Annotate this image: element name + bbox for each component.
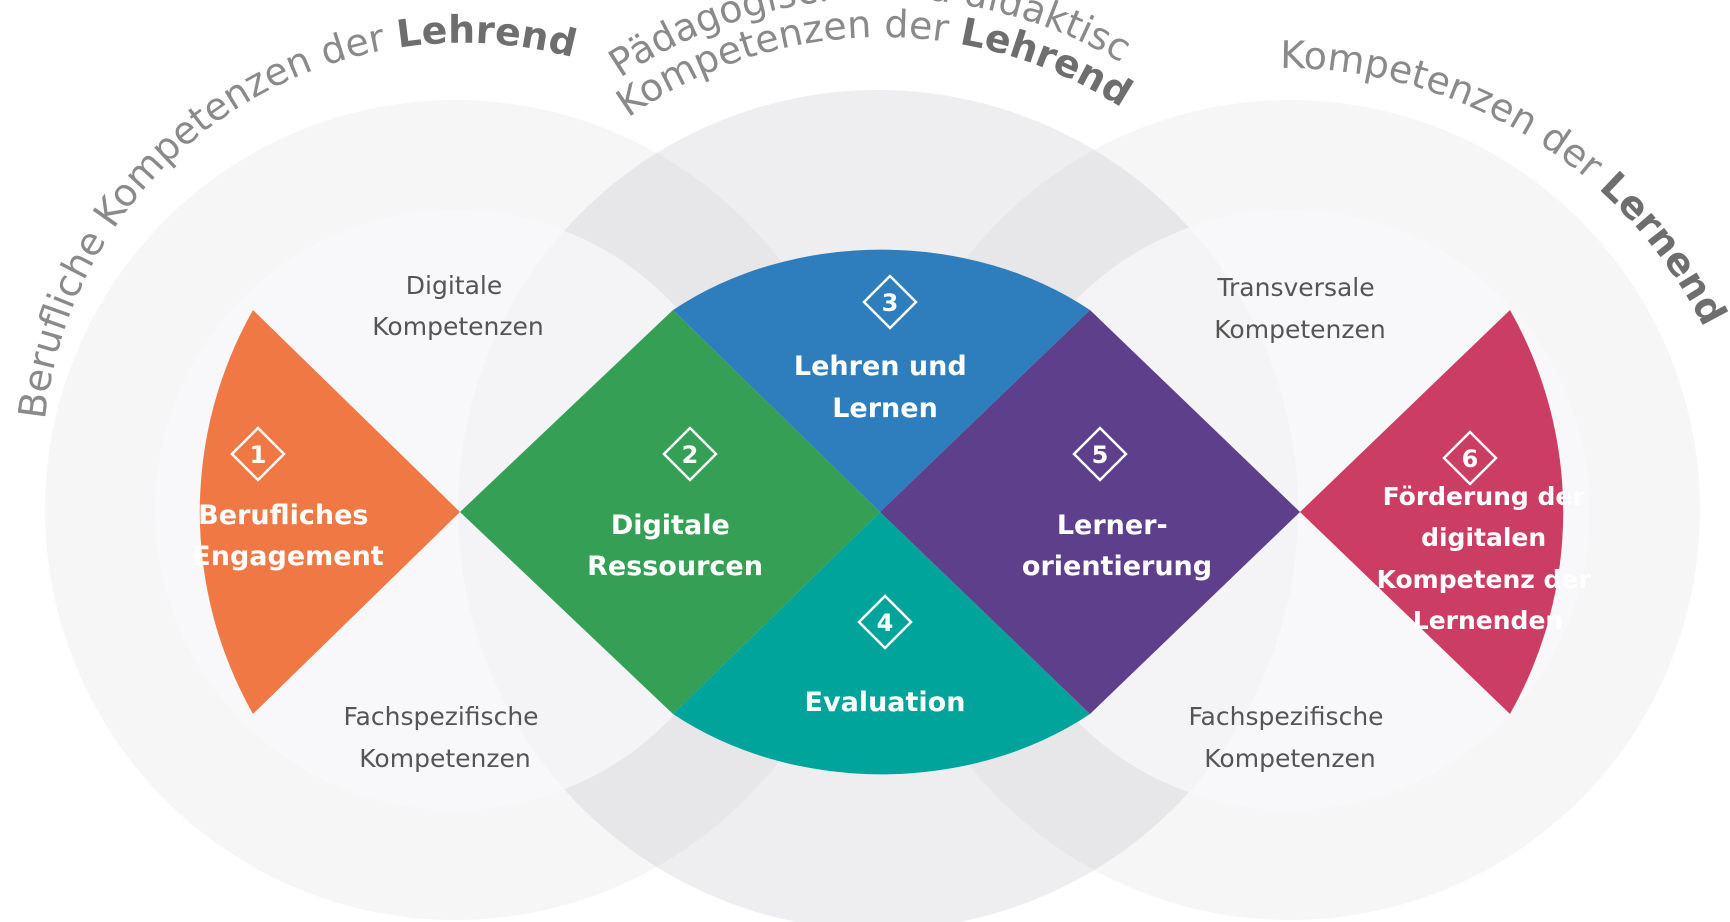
svg-text:6: 6 xyxy=(1462,445,1479,473)
area-2-shape[interactable] xyxy=(460,310,880,714)
number-badge-5: 5 xyxy=(1072,426,1128,482)
svg-text:1: 1 xyxy=(250,441,267,469)
svg-text:5: 5 xyxy=(1092,441,1109,469)
area-4-title: Evaluation xyxy=(805,687,966,718)
area-1-title: Berufliches Engagement xyxy=(192,500,384,572)
area-5-title: Lerner- orientierung xyxy=(1022,510,1212,582)
number-badge-2: 2 xyxy=(662,426,718,482)
number-badge-1: 1 xyxy=(230,426,286,482)
label-digital-competences: Digitale Kompetenzen xyxy=(372,271,543,341)
svg-text:2: 2 xyxy=(682,441,699,469)
area-1-shape[interactable] xyxy=(199,310,460,714)
area-5-shape[interactable] xyxy=(880,310,1300,714)
number-badge-6: 6 xyxy=(1442,430,1498,486)
label-transversal-competences: Transversale Kompetenzen xyxy=(1214,273,1385,344)
area-3-shape[interactable] xyxy=(673,249,1090,512)
background-circles xyxy=(45,90,1700,922)
label-subject-competences-right: Fachspezifische Kompetenzen xyxy=(1188,702,1391,773)
svg-text:3: 3 xyxy=(882,289,899,317)
area-3-title: Lehren und Lernen xyxy=(794,351,976,424)
svg-text:4: 4 xyxy=(877,609,894,637)
area-2-title: Digitale Ressourcen xyxy=(587,510,763,582)
label-subject-competences-left: Fachspezifische Kompetenzen xyxy=(343,702,546,773)
area-6-shape[interactable] xyxy=(1300,310,1564,714)
area-6-title: Förderung der digitalen Kompetenz der Le… xyxy=(1377,482,1600,635)
number-badge-3: 3 xyxy=(862,274,918,330)
number-badge-4: 4 xyxy=(857,594,913,650)
